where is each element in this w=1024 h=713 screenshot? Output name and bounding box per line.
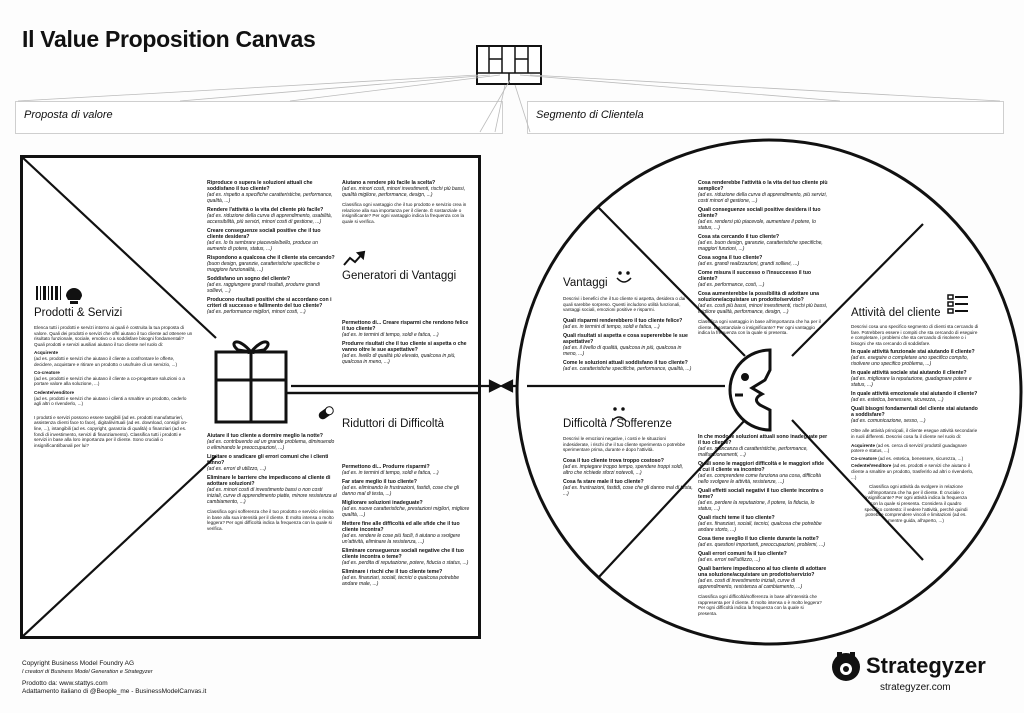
- products-services-title: Prodotti & Servizi: [34, 307, 123, 319]
- smile-icon: [616, 277, 632, 283]
- gain-q7: Quali risultati si aspetta e cosa supere…: [563, 333, 688, 357]
- customer-jobs-text: Descrivi cosa uno specifico segmento di …: [851, 324, 979, 346]
- customer-jobs-extra: Classifica ogni attività da svolgere in …: [864, 484, 968, 523]
- checklist-icon: [947, 294, 968, 314]
- pain-q7: Quali errori comuni fa il tuo cliente?(a…: [698, 551, 787, 563]
- job-role-2: Cedente/Venditore (ad es. prodotti e ser…: [851, 463, 974, 480]
- gain-creators-title: Generatori di Vantaggi: [342, 270, 457, 282]
- pains-text: Descrivi le emozioni negative, i costi e…: [563, 436, 686, 453]
- customer-jobs-section: Descrivi cosa uno specifico segmento di …: [851, 324, 979, 523]
- gain-q3: Cosa sogna il tuo cliente?(ad es. grandi…: [698, 255, 800, 267]
- footer-credits: Copyright Business Model Foundry AG I cr…: [22, 660, 206, 696]
- products-role-2: Cedente/venditore(ad es. prodotti e serv…: [34, 389, 187, 407]
- job-q2: In quale attività emozionale stai aiutan…: [851, 391, 978, 404]
- pain-reliever-q5: Migliorare soluzioni inadeguate?(ad es. …: [342, 500, 470, 518]
- gain-creators-questions-left: Riproduce o supera le soluzioni attuali …: [207, 180, 337, 315]
- gain-creator-more-0: Permettono di... Creare risparmi che ren…: [342, 320, 469, 338]
- gains-extra: Classifica ogni vantaggio in base all'im…: [698, 319, 821, 336]
- pains-questions-right: In che modo le soluzioni attuali sono in…: [698, 434, 828, 616]
- customer-jobs-roles-intro: Oltre alle attività principali, il clien…: [851, 428, 978, 439]
- gain-creators-questions-right: Aiutano a rendere più facile la scelta?(…: [342, 180, 472, 224]
- footer-copyright: Copyright Business Model Foundry AG: [22, 660, 134, 667]
- pain-reliever-q3: Permettono di... Produrre risparmi?(ad e…: [342, 464, 439, 476]
- job-role-0: Acquirente (ad es. cerca di servizi/ pro…: [851, 442, 967, 454]
- products-services-extra: I prodotti e servizi possono essere tang…: [34, 414, 188, 448]
- footer-makers: I creatori di Business Model Generation …: [22, 669, 153, 675]
- gain-q0: Cosa renderebbe l'attività o la vita del…: [698, 180, 828, 204]
- value-proposition-label: Proposta di valore: [24, 109, 113, 121]
- gain-q1: Quali conseguenze sociali positive desid…: [698, 207, 821, 231]
- gains-questions-left: Quali risparmi renderebbero il tuo clien…: [563, 318, 693, 372]
- pain-relievers-title: Riduttori di Difficoltà: [342, 418, 445, 430]
- products-services-text: Elenca tutti i prodotti e servizi intorn…: [34, 325, 193, 347]
- strategyzer-logo-icon: [832, 652, 860, 681]
- pain-relievers-questions-right: Permettono di... Produrre risparmi?(ad e…: [342, 436, 472, 587]
- gain-creator-q0: Riproduce o supera le soluzioni attuali …: [207, 180, 333, 204]
- customer-segment-label: Segmento di Clientela: [536, 109, 644, 121]
- job-q3: Quali bisogni fondamentali del cliente s…: [851, 406, 978, 425]
- customer-face-icon: [728, 348, 772, 432]
- gain-creator-q1: Rendere l'attività o la vita del cliente…: [207, 207, 333, 225]
- job-q0: In quale attività funzionale stai aiutan…: [851, 349, 975, 368]
- pain-reliever-q0: Aiutare il tuo cliente a dormire meglio …: [207, 433, 335, 451]
- pain-q6: Cosa tiene sveglio il tuo cliente durant…: [698, 536, 826, 548]
- pains-questions-left: Cosa il tuo cliente trova troppo costoso…: [563, 458, 693, 497]
- gains-questions-right: Cosa renderebbe l'attività o la vita del…: [698, 180, 828, 336]
- footer-produced: Prodotto da: www.stattys.com: [22, 680, 108, 687]
- pain-q5: Quali rischi teme il tuo cliente?(ad es.…: [698, 515, 822, 533]
- gain-q2: Cosa sta cercando il tuo cliente?(ad es.…: [698, 234, 823, 252]
- canvas-thumbnail-icon: [476, 45, 542, 85]
- job-role-1: Co-creatore (ad es. estetica, benessere,…: [851, 455, 964, 461]
- gain-creator-q5: Producono risultati positivi che si acco…: [207, 297, 332, 315]
- gain-q8: Come le soluzioni attuali soddisfano il …: [563, 360, 692, 372]
- pain-reliever-q4: Far stare meglio il tuo cliente?(ad es. …: [342, 479, 460, 497]
- gain-creator-q3: Rispondono a qualcosa che il cliente sta…: [207, 255, 335, 273]
- gain-creators-more: Permettono di... Creare risparmi che ren…: [342, 320, 472, 365]
- gain-creator-q4: Soddisfano un sogno del cliente?(ad es. …: [207, 276, 320, 294]
- pain-q3: Quali sono le maggiori difficoltà e le m…: [698, 461, 824, 485]
- job-q1: In quale attività sociale stai aiutando …: [851, 370, 972, 389]
- pain-q0: Cosa il tuo cliente trova troppo costoso…: [563, 458, 684, 476]
- pain-reliever-q7: Eliminare conseguenze sociali negative c…: [342, 548, 469, 566]
- customer-jobs-title: Attività del cliente: [851, 307, 941, 319]
- strategyzer-brand: Strategyzer: [866, 653, 986, 678]
- pain-q8: Quali barriere impediscono al tuo client…: [698, 566, 827, 590]
- products-role-0: Acquirente(ad es. prodotti e servizi che…: [34, 350, 177, 367]
- value-proposition-banner: Proposta di valore: [15, 101, 503, 134]
- gain-q4: Come misura il successo o l'insuccesso i…: [698, 270, 812, 288]
- pain-reliever-q1: Limitare o sradicare gli errori comuni c…: [207, 454, 329, 472]
- pain-q1: Cosa fa stare male il tuo cliente?(ad es…: [563, 479, 693, 497]
- pains-extra: Classifica ogni difficoltà/sofferenza in…: [698, 594, 822, 616]
- pain-relievers-questions-left: Aiutare il tuo cliente a dormire meglio …: [207, 433, 337, 531]
- strategyzer-logo: Strategyzer strategyzer.com: [830, 650, 986, 693]
- gain-q6: Quali risparmi renderebbero il tuo clien…: [563, 318, 683, 330]
- page-title: Il Value Proposition Canvas: [22, 26, 316, 52]
- pains-title: Difficoltà / Sofferenze: [563, 418, 672, 430]
- gain-q5: Cosa aumenterebbe la possibilità di adot…: [698, 291, 828, 315]
- gain-creator-q6: Aiutano a rendere più facile la scelta?(…: [342, 180, 466, 198]
- pain-relievers-extra: Classifica ogni sofferenza che il tuo pr…: [207, 509, 334, 531]
- customer-segment-banner: Segmento di Clientela: [527, 101, 1004, 134]
- products-services-section: Prodotti & Servizi Elenca tutti i prodot…: [34, 307, 194, 448]
- gains-title: Vantaggi: [563, 277, 608, 289]
- gains-text: Descrivi i benefici che il tuo cliente s…: [563, 296, 686, 313]
- gain-creator-q2: Creare conseguenze sociali positive che …: [207, 228, 321, 252]
- pain-reliever-q2: Eliminare le barriere che impediscono al…: [207, 475, 337, 505]
- pain-reliever-q8: Eliminare i rischi che il tuo cliente te…: [342, 569, 460, 587]
- footer-adapted: Adattamento italiano di @Beople_me - Bus…: [22, 688, 207, 695]
- gain-creators-extra: Classifica ogni vantaggio che il tuo pro…: [342, 202, 467, 224]
- pain-q4: Quali effetti sociali negativi il tuo cl…: [698, 488, 824, 512]
- gain-creator-more-1: Produrre risultati che il tuo cliente si…: [342, 341, 467, 365]
- strategyzer-url[interactable]: strategyzer.com: [880, 682, 951, 693]
- products-role-1: Co-creatore(ad es. prodotti e servizi ch…: [34, 370, 185, 387]
- pain-reliever-q6: Mettere fine alle difficoltà ed alle sfi…: [342, 521, 461, 545]
- pain-q2: In che modo le soluzioni attuali sono in…: [698, 434, 828, 458]
